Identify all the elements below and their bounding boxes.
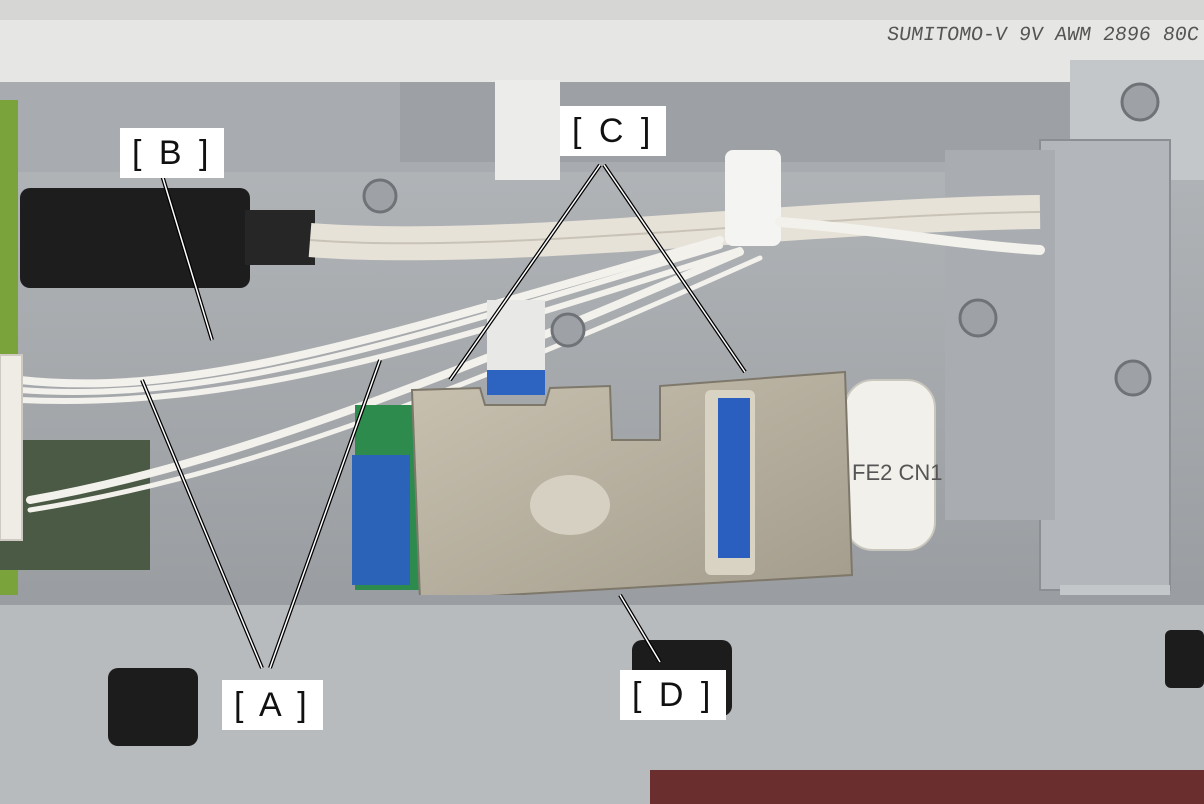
wire-bundle <box>16 217 1045 513</box>
cable-tie <box>725 150 781 246</box>
lower-rail <box>0 595 1204 804</box>
shield-cover <box>410 370 854 602</box>
wire-connector <box>0 354 23 541</box>
rubber-foot <box>1165 630 1204 688</box>
cable-tie <box>495 80 560 180</box>
callout-label-d: [ D ] <box>620 670 727 720</box>
screw-icon <box>1120 82 1160 122</box>
black-connector <box>20 188 315 288</box>
screw-icon <box>1114 359 1152 397</box>
top-ribbon-cable: SUMITOMO-V 9V AWM 2896 80C <box>0 0 1204 82</box>
screw-icon <box>362 178 398 214</box>
cable-print-text: SUMITOMO-V 9V AWM 2896 80C <box>885 24 1200 47</box>
callout-label-b: [ B ] <box>120 128 225 178</box>
callout-label-a: [ A ] <box>222 680 323 730</box>
screw-icon <box>550 312 586 348</box>
rubber-foot <box>108 668 198 746</box>
bottom-wires <box>650 770 1204 804</box>
screw-icon <box>958 298 998 338</box>
right-flat-cable: FE2 CN1 <box>844 379 942 551</box>
callout-label-c: [ C ] <box>560 106 667 156</box>
ffc-print-text: FE2 CN1 <box>852 460 942 485</box>
